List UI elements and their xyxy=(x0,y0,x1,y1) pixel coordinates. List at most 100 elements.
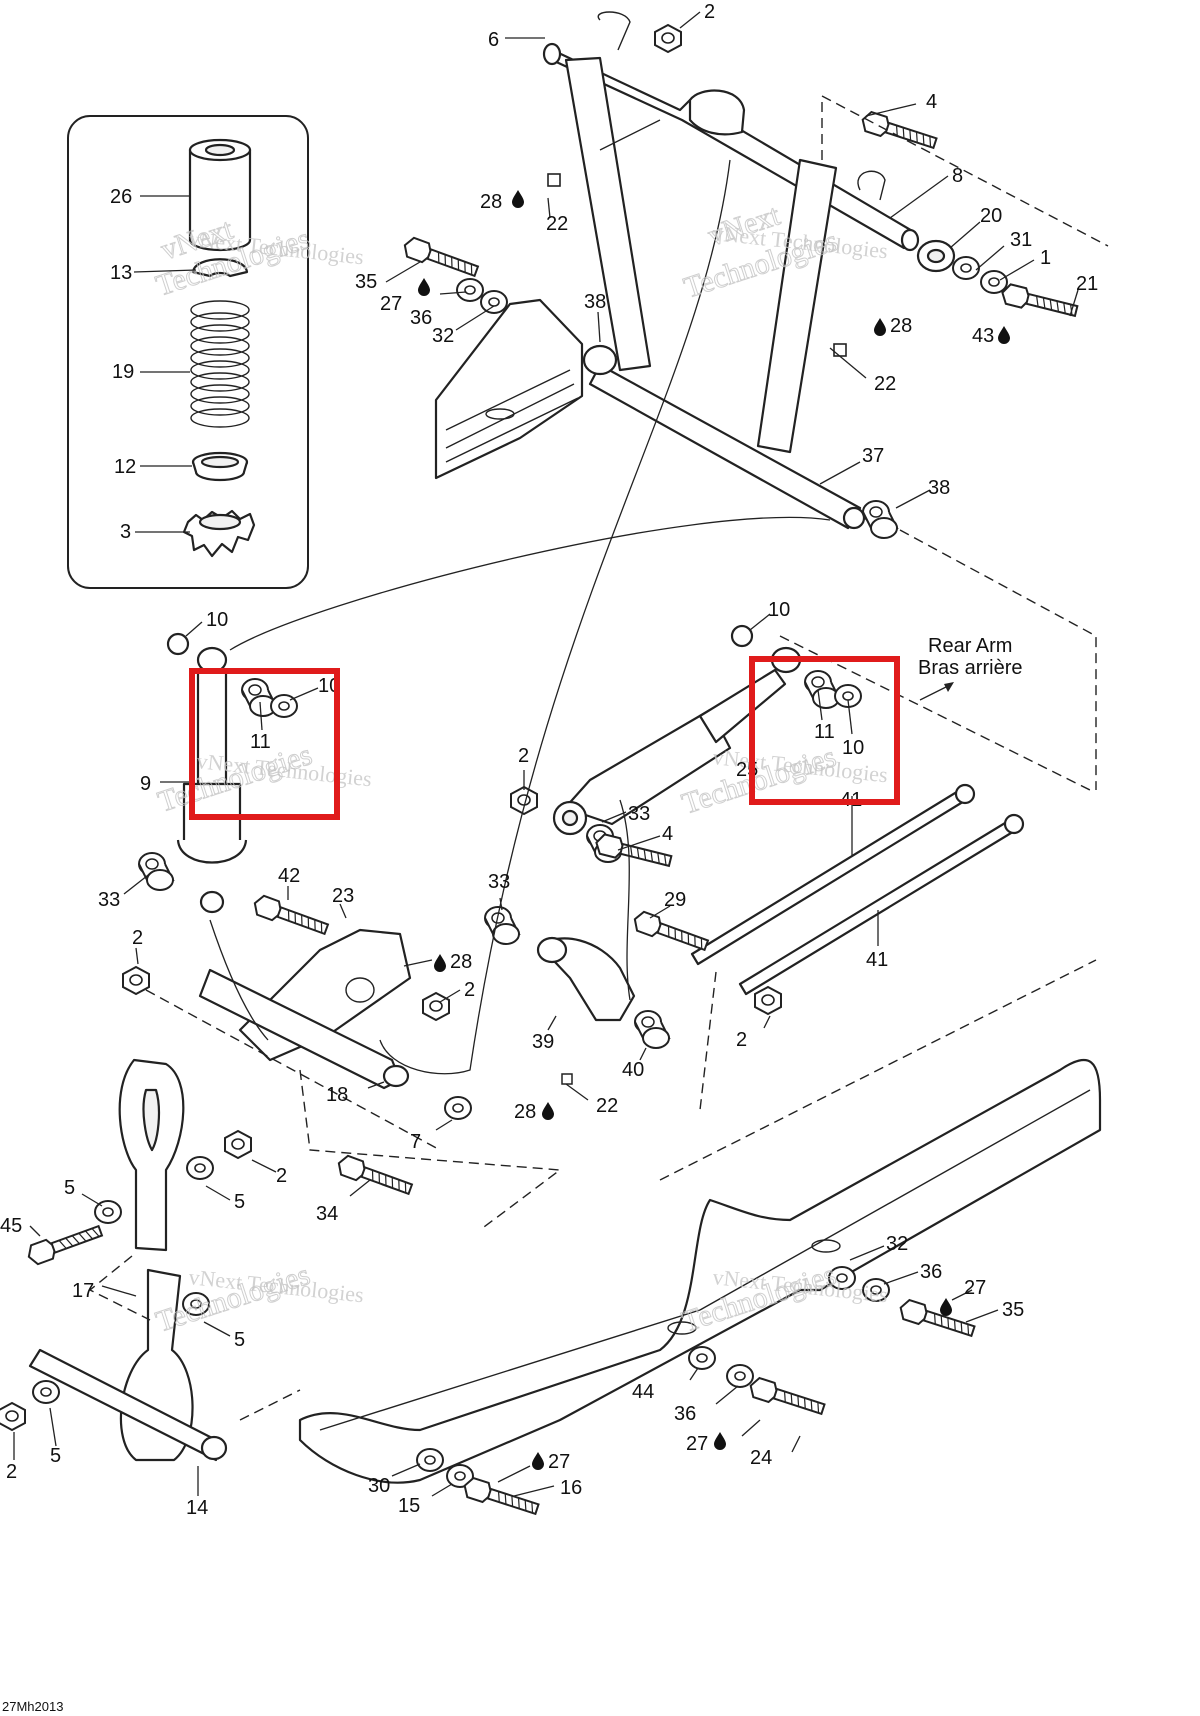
callout-43: 43 xyxy=(972,325,994,347)
nut-part xyxy=(122,966,150,995)
callout-30: 30 xyxy=(368,1475,390,1497)
nut-part xyxy=(754,986,782,1015)
callout-3: 3 xyxy=(120,521,131,543)
callout-29: 29 xyxy=(664,889,686,911)
oil-drop-icon xyxy=(418,278,430,296)
callout-1: 1 xyxy=(1040,247,1051,269)
washer-part xyxy=(186,1156,214,1180)
bolt-part xyxy=(24,1220,105,1268)
oil-drop-icon xyxy=(998,326,1010,344)
bushing-part xyxy=(241,678,277,717)
callout-5: 5 xyxy=(64,1177,75,1199)
oil-drop-icon xyxy=(512,190,524,208)
callout-18: 18 xyxy=(326,1084,348,1106)
washer-part xyxy=(456,278,484,302)
rear-slide-rail xyxy=(298,1059,1102,1520)
highlight-box-front-shock xyxy=(189,668,340,820)
callout-33: 33 xyxy=(488,871,510,893)
callout-39: 39 xyxy=(532,1031,554,1053)
callout-24: 24 xyxy=(750,1447,772,1469)
callout-44: 44 xyxy=(632,1381,654,1403)
callout-5: 5 xyxy=(50,1445,61,1467)
callout-19: 19 xyxy=(112,361,134,383)
washer-part xyxy=(480,290,508,314)
callout-34: 34 xyxy=(316,1203,338,1225)
linkage-rods xyxy=(630,783,1025,1015)
washer-part xyxy=(416,1448,444,1472)
callout-37: 37 xyxy=(862,445,884,467)
oil-drop-icon xyxy=(532,1452,544,1470)
callout-45: 45 xyxy=(0,1215,22,1237)
oil-drop-icon xyxy=(940,1298,952,1316)
callout-35: 35 xyxy=(1002,1299,1024,1321)
callout-21: 21 xyxy=(1076,273,1098,295)
callout-38: 38 xyxy=(584,291,606,313)
callout-5: 5 xyxy=(234,1329,245,1351)
callout-11: 11 xyxy=(250,731,271,753)
spring-stopper-part xyxy=(191,258,249,278)
bushing-part xyxy=(862,500,898,539)
bolt-part xyxy=(896,1297,978,1342)
coil-spring-part xyxy=(190,300,250,428)
callout-16: 16 xyxy=(560,1477,582,1499)
rear-shock-absorber xyxy=(510,624,862,872)
callout-28: 28 xyxy=(890,315,912,337)
oil-drop-icon xyxy=(874,318,886,336)
washer-part xyxy=(980,270,1008,294)
oil-drop-icon xyxy=(434,954,446,972)
front-arm-assembly xyxy=(542,11,920,530)
callout-10: 10 xyxy=(768,599,790,621)
callout-12: 12 xyxy=(114,456,136,478)
callout-8: 8 xyxy=(952,165,963,187)
adjustment-ring-part xyxy=(182,509,256,558)
leader-lines xyxy=(13,11,1079,1497)
oil-drop-icon xyxy=(714,1432,726,1450)
highlight-box-rear-shock xyxy=(749,656,900,805)
spacer-part xyxy=(916,239,956,273)
callout-23: 23 xyxy=(332,885,354,907)
nut-part xyxy=(422,992,450,1021)
callout-17: 17 xyxy=(72,1280,94,1302)
bolt-part xyxy=(630,908,711,956)
bushing-part xyxy=(484,906,520,945)
spring-cover-part xyxy=(188,138,252,252)
washer-part xyxy=(688,1346,716,1370)
callout-33: 33 xyxy=(98,889,120,911)
callout-2: 2 xyxy=(276,1165,287,1187)
bolt-part xyxy=(592,831,674,872)
callout-32: 32 xyxy=(432,325,454,347)
callout-9: 9 xyxy=(140,773,151,795)
bolt-part xyxy=(858,109,940,154)
callout-28: 28 xyxy=(514,1101,536,1123)
callout-2: 2 xyxy=(6,1461,17,1483)
callout-27: 27 xyxy=(548,1451,570,1473)
callout-10: 10 xyxy=(206,609,228,631)
callout-22: 22 xyxy=(874,373,896,395)
highlight-boxes xyxy=(189,656,900,820)
bolt-part xyxy=(998,281,1080,322)
callout-2: 2 xyxy=(518,745,529,767)
bolt-part xyxy=(746,1375,828,1420)
callout-27: 27 xyxy=(964,1277,986,1299)
callout-22: 22 xyxy=(596,1095,618,1117)
washer-part xyxy=(726,1364,754,1388)
callout-2: 2 xyxy=(464,979,475,1001)
inset-spring-kit-box xyxy=(67,115,309,589)
nut-part xyxy=(510,786,538,815)
callout-27: 27 xyxy=(686,1433,708,1455)
front-pivot-hardware xyxy=(400,24,1080,539)
callout-15: 15 xyxy=(398,1495,420,1517)
center-pivot-assembly xyxy=(122,892,670,1200)
rear-arm-label-fr: Bras arrière xyxy=(918,657,1022,679)
callout-14: 14 xyxy=(186,1497,208,1519)
callout-2: 2 xyxy=(736,1029,747,1051)
callout-32: 32 xyxy=(886,1233,908,1255)
callout-36: 36 xyxy=(410,307,432,329)
grease-fitting-part xyxy=(547,173,847,357)
front-shock-absorber xyxy=(138,632,298,914)
callout-42: 42 xyxy=(278,865,300,887)
callout-36: 36 xyxy=(674,1403,696,1425)
callout-38: 38 xyxy=(928,477,950,499)
drawing-reference: 27Mh2013 xyxy=(2,1699,63,1714)
oil-drop-icon xyxy=(542,1102,554,1120)
